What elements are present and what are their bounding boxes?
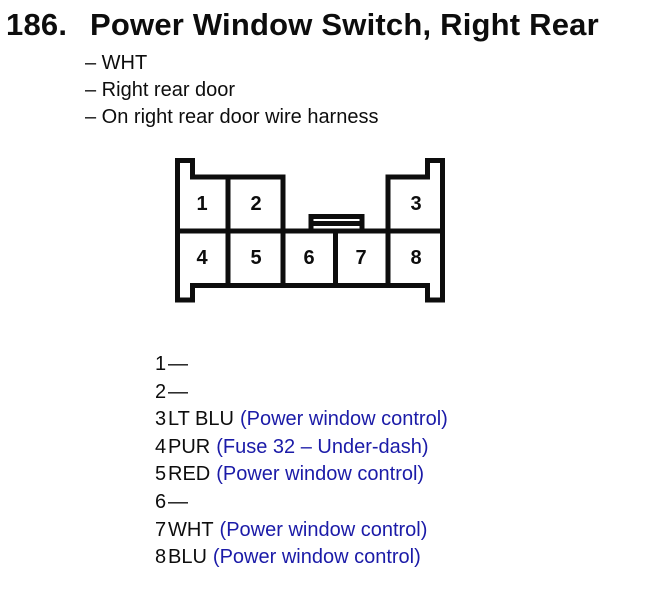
connector-cell-8: 8 xyxy=(410,247,422,269)
pin-row: 4 PUR (Fuse 32 – Under-dash) xyxy=(155,434,448,462)
pin-note: (Power window control) xyxy=(212,546,421,569)
pin-row: 8 BLU (Power window control) xyxy=(155,544,448,572)
pin-wire-color: PUR xyxy=(168,435,211,458)
section-number: 186. xyxy=(6,7,68,42)
pin-legend: 1 — 2 — 3 LT BLU (Power window control) … xyxy=(155,351,448,572)
pin-note: (Power window control) xyxy=(239,408,448,431)
connector-info-item: – Right rear door xyxy=(85,79,236,101)
connector-cell-3: 3 xyxy=(410,193,422,215)
connector-cell-2: 2 xyxy=(250,193,262,215)
pin-note: (Power window control) xyxy=(216,463,425,486)
connector-info-item: – On right rear door wire harness xyxy=(85,106,379,128)
pin-row: 6 — xyxy=(155,489,448,517)
page-title: Power Window Switch, Right Rear xyxy=(90,7,599,42)
pin-row: 3 LT BLU (Power window control) xyxy=(155,406,448,434)
pin-wire-color: — xyxy=(168,353,188,375)
connector-info-item: – WHT xyxy=(85,52,148,74)
pin-note: (Power window control) xyxy=(219,518,428,541)
pin-wire-color: WHT xyxy=(168,518,214,541)
pin-row: 2 — xyxy=(155,379,448,407)
connector-cell-5: 5 xyxy=(250,247,262,269)
pin-row: 7 WHT (Power window control) xyxy=(155,517,448,545)
connector-cell-1: 1 xyxy=(196,193,208,215)
pin-wire-color: — xyxy=(168,380,188,403)
connector-info-list: – WHT – Right rear door – On right rear … xyxy=(85,50,378,131)
pin-wire-color: — xyxy=(168,490,188,513)
pin-wire-color: RED xyxy=(168,463,211,486)
connector-cell-7: 7 xyxy=(355,247,367,269)
pin-row: 5 RED (Power window control) xyxy=(155,461,448,489)
connector-cell-4: 4 xyxy=(196,247,208,269)
pin-number: 3 xyxy=(155,408,167,431)
pin-number: 6 xyxy=(155,490,167,513)
pin-number: 2 xyxy=(155,380,167,403)
connector-cell-6: 6 xyxy=(303,247,315,269)
pin-wire-color: LT BLU xyxy=(168,408,234,431)
pin-number: 7 xyxy=(155,518,167,541)
pin-note: (Fuse 32 – Under-dash) xyxy=(216,435,429,458)
pin-row: 1 — xyxy=(155,351,448,379)
pin-number: 4 xyxy=(155,435,167,458)
pin-number: 5 xyxy=(155,463,167,486)
pin-number: 1 xyxy=(155,353,167,375)
pin-number: 8 xyxy=(155,546,167,569)
pin-wire-color: BLU xyxy=(168,546,207,569)
